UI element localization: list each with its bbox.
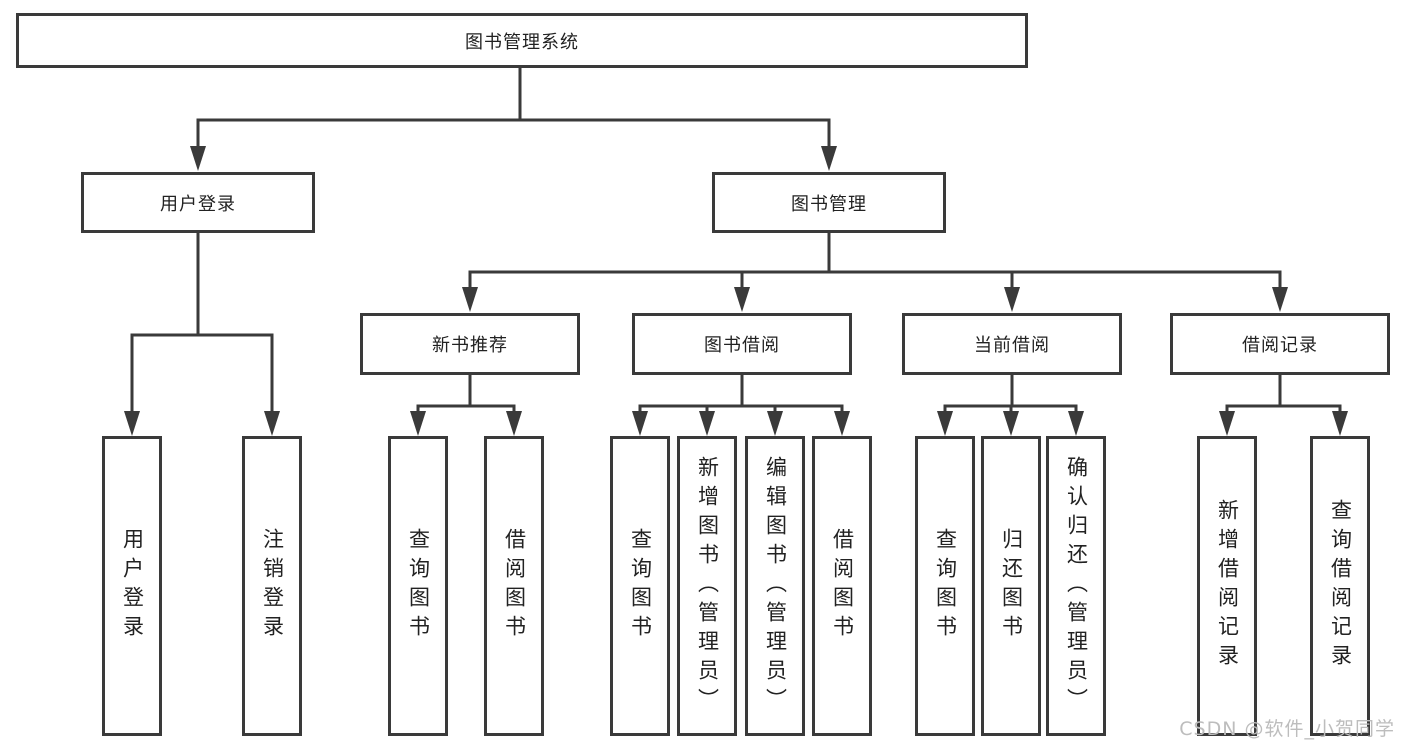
leaf-add-borrow-record: 新增借阅记录 [1197,436,1257,736]
leaf-query-borrow-record: 查询借阅记录 [1310,436,1370,736]
node-current-borrowing: 当前借阅 [902,313,1122,375]
node-label: 图书管理 [791,193,867,215]
arrowheads [124,146,1348,436]
node-label: 新增图书（管理员） [695,455,720,717]
node-label: 用户登录 [120,528,145,644]
node-label: 新增借阅记录 [1215,499,1240,673]
node-label: 图书借阅 [704,335,780,356]
node-book-management: 图书管理 [712,172,946,233]
node-label: 编辑图书（管理员） [763,455,788,717]
leaf-user-login: 用户登录 [102,436,162,736]
leaf-query-books-recommend: 查询图书 [388,436,448,736]
leaf-add-books-admin: 新增图书（管理员） [677,436,737,736]
node-label: 确认归还（管理员） [1064,455,1089,717]
node-borrowing-records: 借阅记录 [1170,313,1390,375]
leaf-borrow-books-recommend: 借阅图书 [484,436,544,736]
leaf-query-books-current: 查询图书 [915,436,975,736]
node-label: 新书推荐 [432,335,508,356]
leaf-edit-books-admin: 编辑图书（管理员） [745,436,805,736]
node-label: 查询图书 [933,528,958,644]
node-label: 查询图书 [406,528,431,644]
leaf-borrow-books: 借阅图书 [812,436,872,736]
node-label: 图书管理系统 [465,31,579,53]
node-new-book-recommendation: 新书推荐 [360,313,580,375]
node-label: 归还图书 [999,528,1024,644]
leaf-return-books: 归还图书 [981,436,1041,736]
node-label: 查询借阅记录 [1328,499,1353,673]
leaf-logout-login: 注销登录 [242,436,302,736]
node-label: 用户登录 [160,193,236,215]
node-label: 借阅图书 [502,528,527,644]
node-label: 查询图书 [628,528,653,644]
node-user-login: 用户登录 [81,172,315,233]
node-library-management-system: 图书管理系统 [16,13,1028,68]
node-label: 借阅记录 [1242,335,1318,356]
node-book-borrowing: 图书借阅 [632,313,852,375]
leaf-confirm-return-admin: 确认归还（管理员） [1046,436,1106,736]
leaf-query-books-borrow: 查询图书 [610,436,670,736]
node-label: 注销登录 [260,528,285,644]
node-label: 借阅图书 [830,528,855,644]
csdn-watermark: CSDN @软件_小贺同学 [1179,718,1395,740]
node-label: 当前借阅 [974,335,1050,356]
